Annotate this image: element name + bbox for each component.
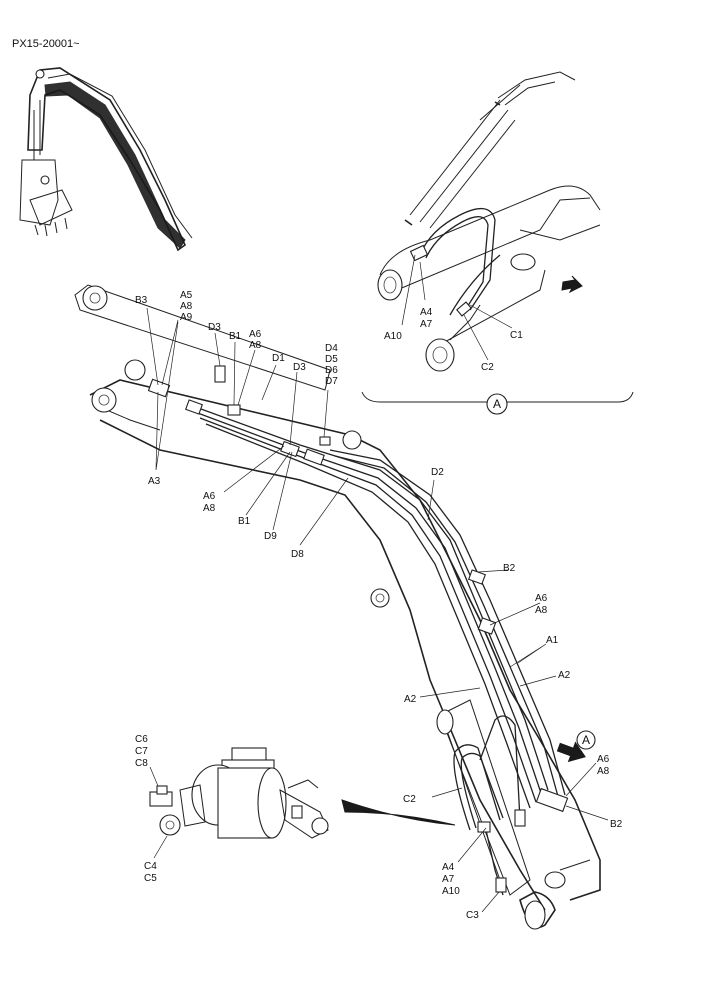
callout-d-c1: C1: [510, 330, 523, 341]
callout-b-d8: D8: [291, 549, 304, 560]
callout-b-d9: D9: [264, 531, 277, 542]
callout-b-d3b: D3: [293, 362, 306, 373]
callout-b-b2b: B2: [610, 819, 623, 830]
callout-b-b1b: B1: [238, 516, 251, 527]
callout-b-c3: C3: [466, 910, 479, 921]
view-arrow-label: A: [582, 733, 590, 747]
main-boom-assembly: A: [74, 284, 601, 930]
thumbnail-boom-illustration: [19, 67, 193, 252]
callout-d-a10: A10: [384, 331, 402, 342]
callout-b-d1: D1: [272, 353, 285, 364]
detail-marker-label: A: [493, 397, 501, 411]
callout-b-d2: D2: [431, 467, 444, 478]
callout-b-d3a: D3: [208, 322, 221, 333]
leader-lines: [146, 254, 609, 913]
callout-b-b1a: B1: [229, 331, 242, 342]
callout-b-a2b: A2: [404, 694, 417, 705]
callout-b-b2a: B2: [503, 563, 516, 574]
callout-b-a1: A1: [546, 635, 559, 646]
callout-b-c2: C2: [403, 794, 416, 805]
callout-b-a2a: A2: [558, 670, 571, 681]
model-code-label: PX15-20001~: [12, 38, 80, 50]
callout-b-b3: B3: [135, 295, 148, 306]
detail-view-a: A: [361, 71, 634, 415]
callout-b-a3: A3: [148, 476, 161, 487]
inset-swing-bracket: [149, 747, 456, 839]
callout-d-c2: C2: [481, 362, 494, 373]
